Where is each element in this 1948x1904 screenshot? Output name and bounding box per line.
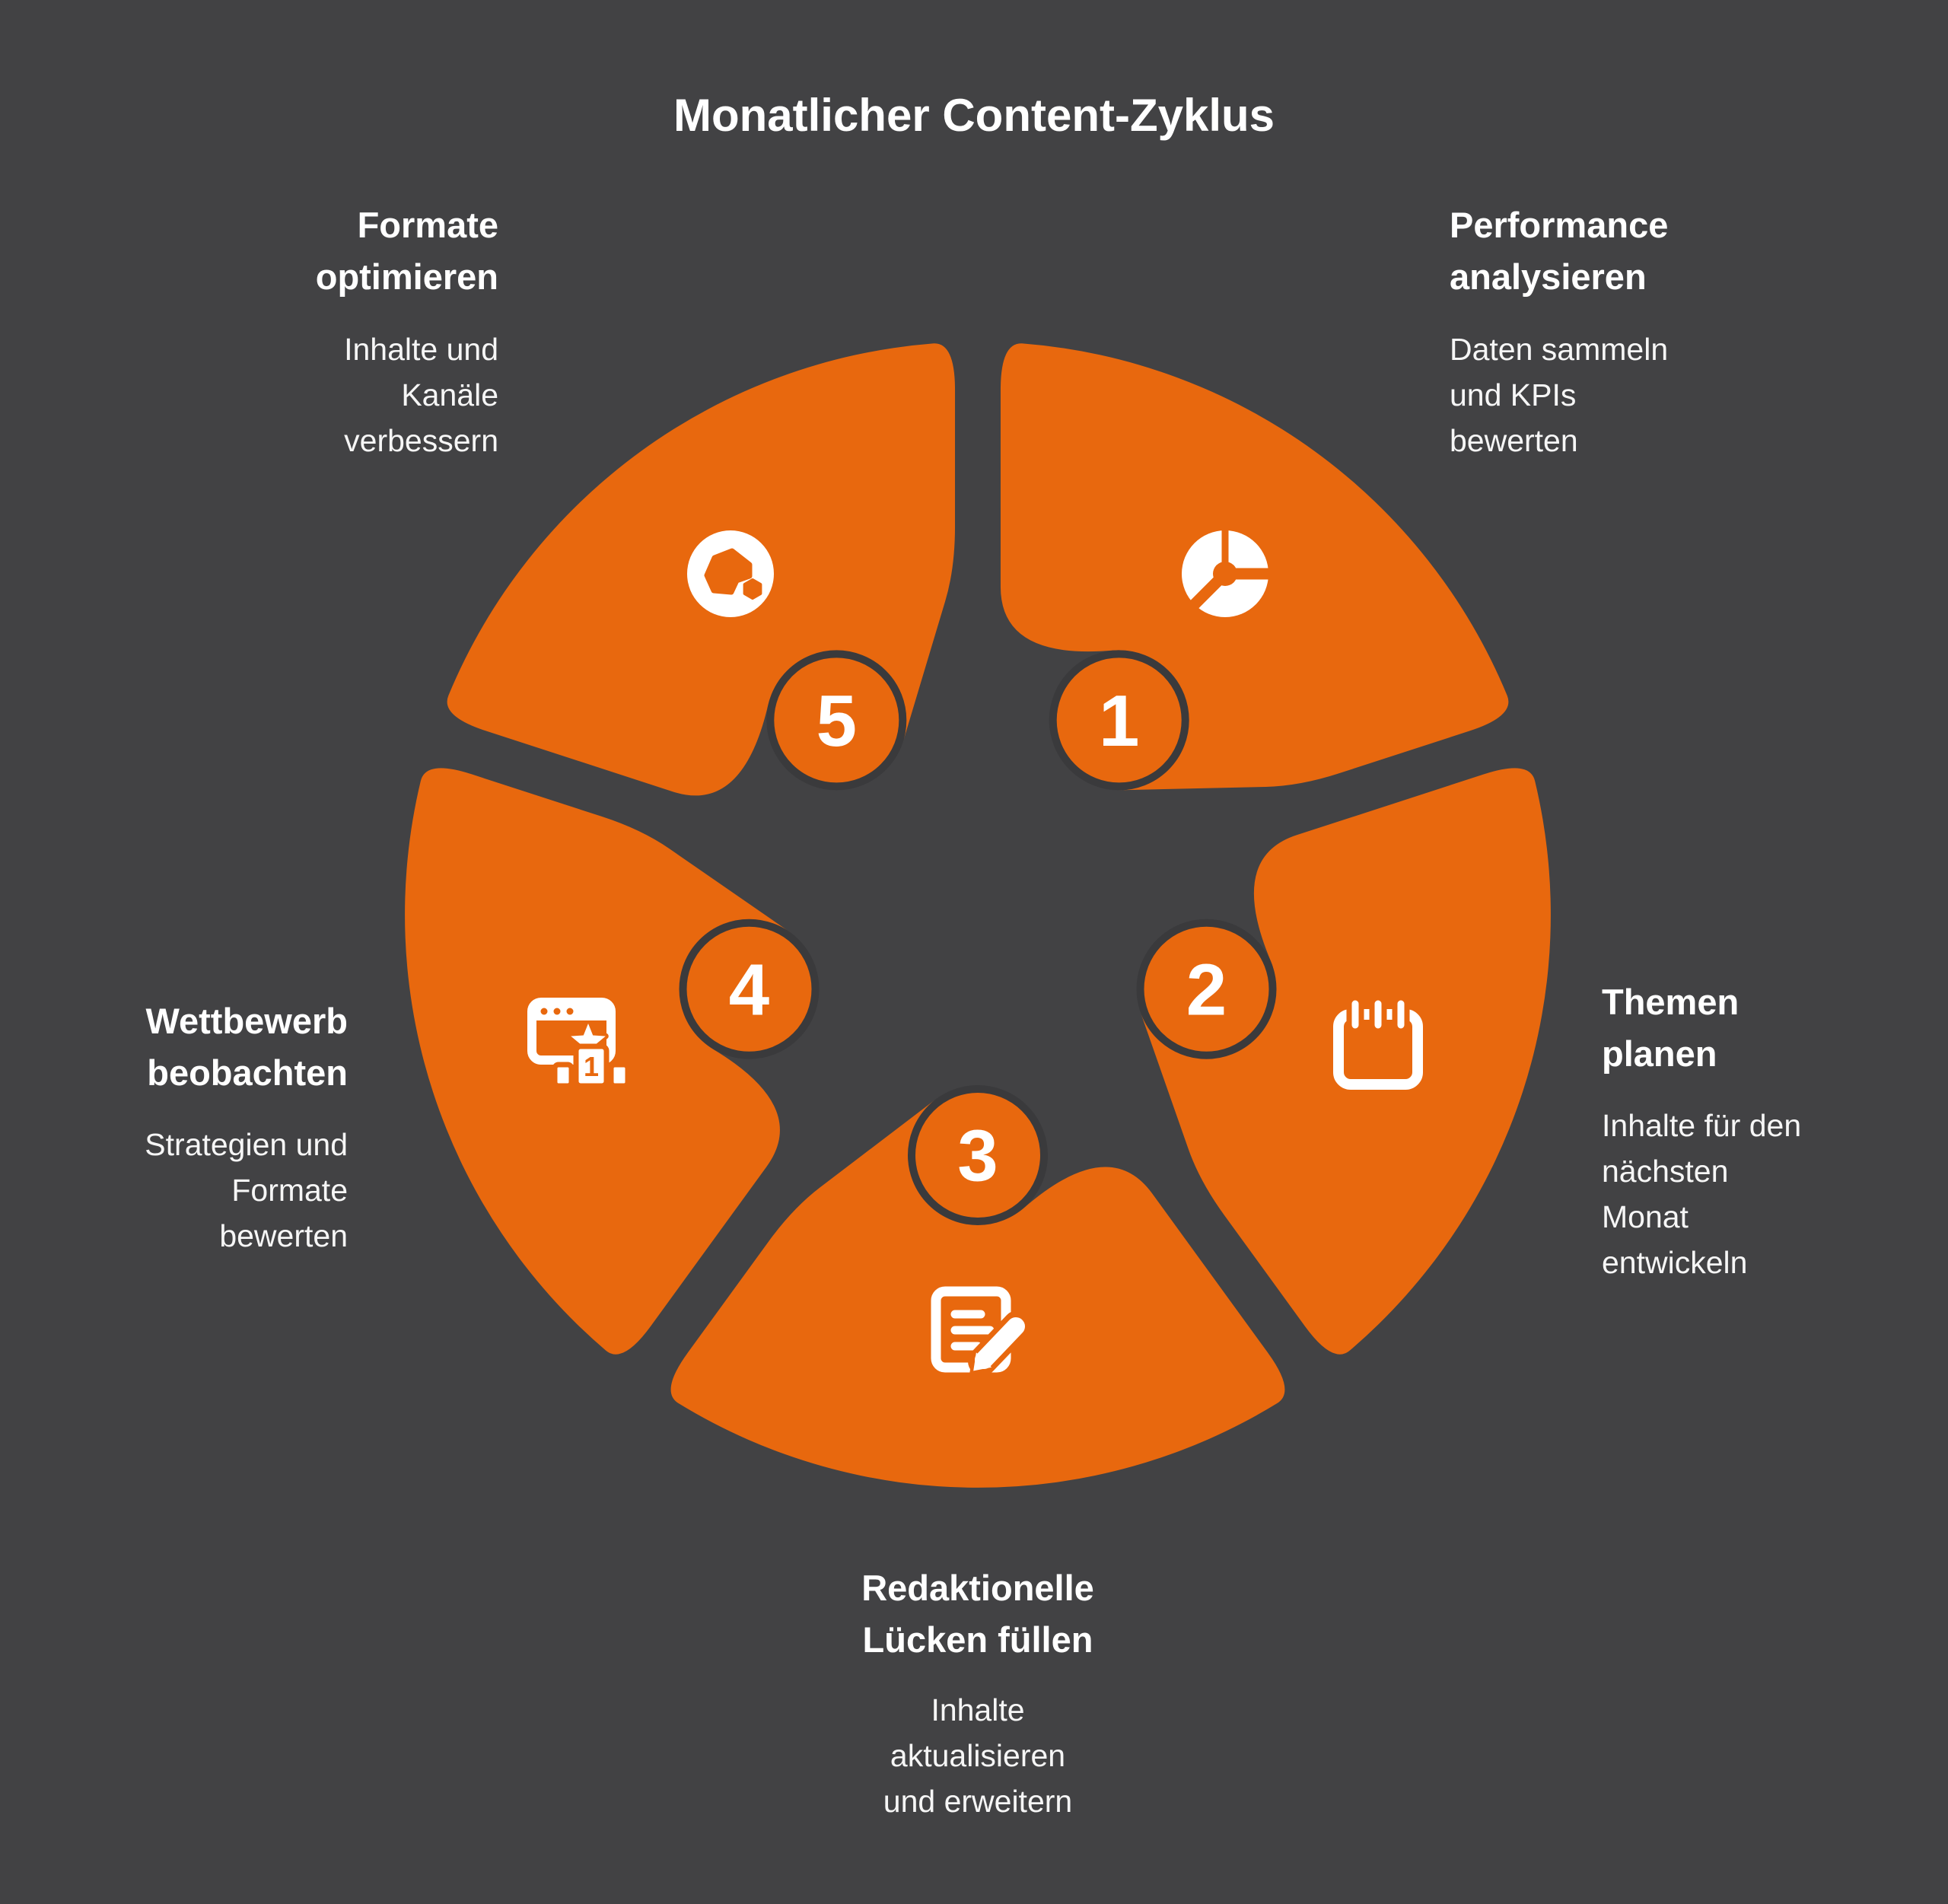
badge-5 (766, 650, 907, 791)
shapes-cluster-icon (687, 530, 774, 617)
step-2-desc-line: Monat (1602, 1199, 1689, 1234)
label-block-wettbewerb-beobachten: Wettbewerb beobachten Strategien und For… (43, 995, 348, 1259)
step-3-desc-line: aktualisieren (890, 1738, 1066, 1773)
step-3-title-line: Redaktionelle (861, 1568, 1094, 1608)
wedge-group (405, 343, 1551, 1488)
label-block-performance-analysieren: Performance analysieren Daten sammeln un… (1450, 199, 1845, 463)
pie-chart-icon (1182, 529, 1270, 617)
step-5-desc-line: verbessern (344, 423, 498, 458)
step-2-desc-line: Inhalte für den (1602, 1108, 1802, 1143)
step-5-title-line: Formate (357, 205, 498, 245)
step-4-desc-line: Strategien und (145, 1127, 348, 1162)
badge-1 (1049, 650, 1189, 791)
step-2-title-line: planen (1602, 1033, 1717, 1074)
step-1-desc-line: Daten sammeln (1450, 332, 1669, 367)
badge-4 (679, 919, 820, 1059)
badge-4-number: 4 (729, 949, 769, 1030)
website-ranking-icon: 1 (527, 998, 631, 1089)
label-block-redaktionelle-luecken: Redaktionelle Lücken füllen Inhalte aktu… (711, 1562, 1244, 1824)
step-1-title-line: Performance (1450, 205, 1669, 245)
step-4-desc-line: bewerten (219, 1218, 348, 1253)
badge-3 (908, 1085, 1048, 1225)
step-1-desc-line: bewerten (1450, 423, 1578, 458)
step-badges: 1 2 3 4 5 (679, 650, 1277, 1225)
step-4-title-line: Wettbewerb (145, 1001, 349, 1041)
step-3-title-line: Lücken füllen (862, 1619, 1093, 1660)
page-title: Monatlicher Content-Zyklus (673, 90, 1275, 141)
badge-5-number: 5 (816, 680, 857, 762)
step-2-desc-line: entwickeln (1602, 1245, 1748, 1280)
segment-2-wedge (1139, 768, 1551, 1355)
step-5-desc-line: Kanäle (401, 377, 498, 412)
badge-1-number: 1 (1099, 680, 1139, 762)
podium-rank-number: 1 (584, 1051, 599, 1082)
step-1-title-line: analysieren (1450, 256, 1647, 297)
step-4-title-line: beobachten (147, 1052, 348, 1093)
label-block-formate-optimieren: Formate optimieren Inhalte und Kanäle ve… (118, 199, 498, 463)
step-1-desc-line: und KPIs (1450, 377, 1577, 412)
step-2-title-line: Themen (1602, 982, 1740, 1022)
step-5-desc-line: Inhalte und (344, 332, 498, 367)
step-3-desc-line: und erweitern (883, 1784, 1073, 1819)
badge-2-number: 2 (1186, 949, 1227, 1030)
badge-3-number: 3 (957, 1116, 998, 1197)
label-block-themen-planen: Themen planen Inhalte für den nächsten M… (1602, 976, 1929, 1285)
step-4-desc-line: Formate (231, 1173, 348, 1208)
step-3-desc-line: Inhalte (931, 1692, 1025, 1727)
badge-2 (1136, 919, 1277, 1059)
step-5-title-line: optimieren (315, 256, 498, 297)
document-edit-icon (931, 1286, 1032, 1376)
calendar-icon (1333, 995, 1423, 1090)
step-2-desc-line: nächsten (1602, 1154, 1729, 1189)
